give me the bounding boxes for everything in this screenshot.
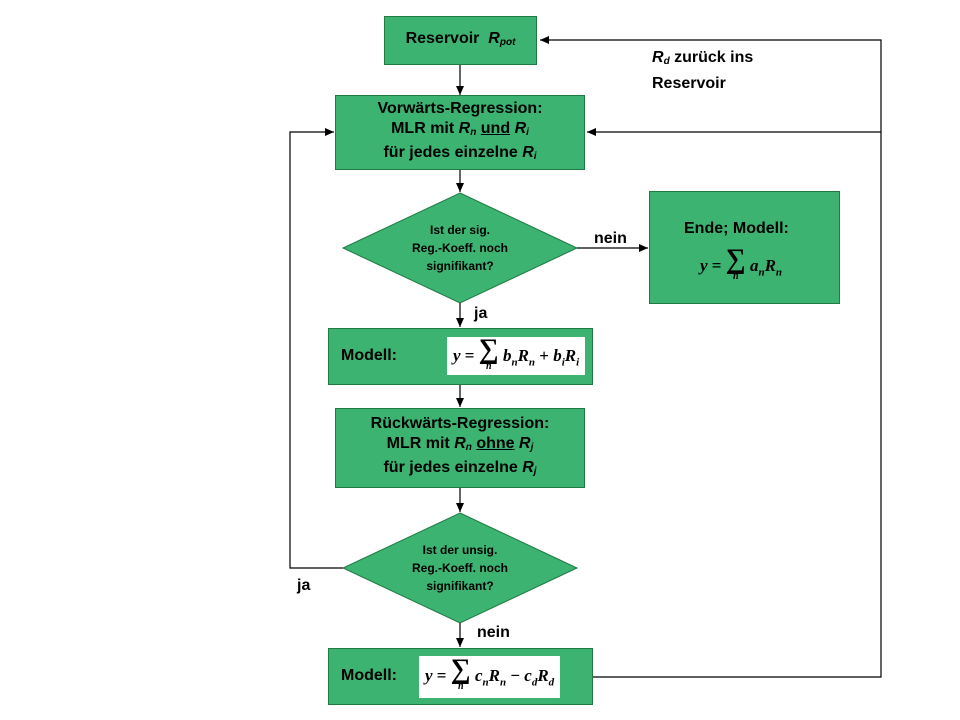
backward-sub1: n	[465, 442, 472, 453]
model1-box: Modell: y = ∑n bnRn + biRi	[328, 328, 593, 385]
decision1-line1: Ist der sig.	[429, 223, 491, 237]
decision2-yes-label: ja	[297, 577, 311, 594]
decision1-yes-label: ja	[474, 305, 488, 322]
reservoir-sub: pot	[499, 36, 516, 48]
decision2-text: Ist der unsig. Reg.-Koeff. noch signifik…	[380, 541, 540, 595]
forward-line3-pre: für jedes einzelne	[383, 143, 518, 161]
backward-var3: R	[522, 459, 534, 476]
decision2-no-label: nein	[477, 624, 510, 641]
end-box: Ende; Modell: y = ∑n anRn	[649, 191, 840, 304]
reservoir-var: R	[488, 29, 500, 47]
backward-title: Rückwärts-Regression:	[370, 415, 550, 432]
model2-label: Modell:	[341, 667, 397, 684]
model2-box: Modell: y = ∑n cnRn − cdRd	[328, 648, 593, 705]
backward-var1: R	[454, 435, 466, 452]
arrow-decision2-loop-forward	[289, 128, 343, 569]
model1-label: Modell:	[341, 347, 397, 364]
forward-var2: R	[514, 119, 527, 137]
decision1-text: Ist der sig. Reg.-Koeff. noch signifikan…	[380, 221, 540, 275]
decision2-line3: signifikant?	[426, 579, 494, 593]
backward-var2: R	[519, 435, 531, 452]
decision2-line2: Reg.-Koeff. noch	[412, 561, 508, 575]
backward-line2-pre: MLR mit	[386, 435, 450, 452]
return-note-line2: Reservoir	[652, 75, 726, 92]
model1-formula: y = ∑n bnRn + biRi	[447, 336, 586, 375]
decision1-line3: signifikant?	[426, 259, 494, 273]
reservoir-label: Reservoir	[405, 29, 480, 47]
arrow-model2-return-reservoir	[540, 36, 882, 678]
return-note-line1: zurück ins	[674, 49, 754, 66]
decision1-no-label: nein	[594, 230, 627, 247]
forward-sub2: i	[526, 126, 529, 138]
backward-sub3: j	[533, 466, 537, 477]
forward-sub3: i	[533, 150, 537, 162]
end-formula: y = ∑n anRn	[700, 244, 783, 283]
end-title: Ende; Modell:	[684, 220, 789, 237]
reservoir-box: Reservoir Rpot	[384, 16, 537, 65]
forward-und: und	[480, 119, 511, 137]
forward-regression-box: Vorwärts-Regression: MLR mit Rn und Ri f…	[335, 95, 585, 170]
backward-regression-box: Rückwärts-Regression: MLR mit Rn ohne Rj…	[335, 408, 585, 488]
backward-line3-pre: für jedes einzelne	[383, 459, 518, 476]
backward-ohne: ohne	[476, 435, 515, 452]
backward-sub2: j	[530, 442, 534, 453]
forward-sub1: n	[470, 126, 477, 138]
return-note-var: R	[652, 49, 664, 66]
decision2-line1: Ist der unsig.	[422, 543, 498, 557]
forward-line2-pre: MLR mit	[391, 119, 455, 137]
decision1-line2: Reg.-Koeff. noch	[412, 241, 508, 255]
return-note-sub: d	[663, 56, 670, 67]
return-note: Rd zurück ins Reservoir	[652, 47, 753, 95]
forward-title: Vorwärts-Regression:	[377, 99, 543, 117]
forward-var1: R	[458, 119, 471, 137]
model2-formula: y = ∑n cnRn − cdRd	[419, 656, 561, 698]
forward-var3: R	[522, 143, 534, 161]
